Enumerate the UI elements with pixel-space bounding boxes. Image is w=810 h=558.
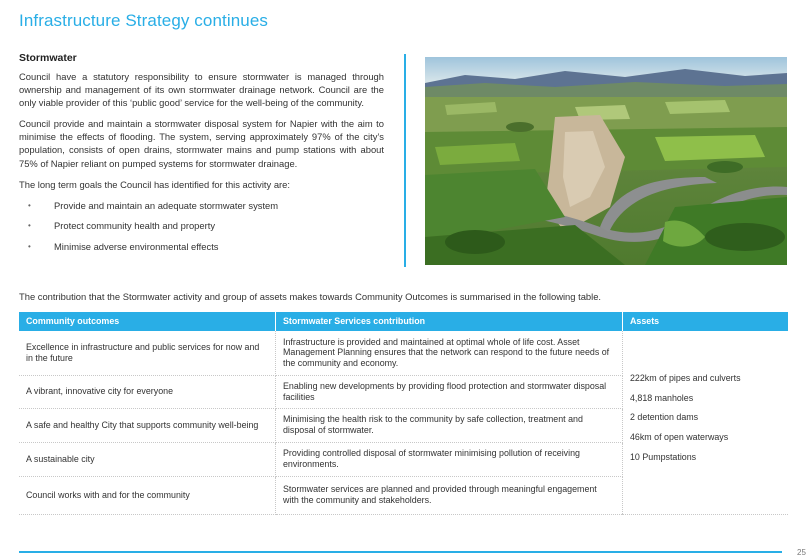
- contribution-cell: Stormwater services are planned and prov…: [275, 476, 623, 515]
- column-header: Assets: [622, 312, 788, 331]
- section-heading: Stormwater: [19, 52, 77, 64]
- asset-item: 222km of pipes and culverts: [630, 373, 741, 384]
- asset-item: 2 detention dams: [630, 412, 699, 423]
- contribution-cell: Infrastructure is provided and maintaine…: [275, 331, 623, 376]
- vertical-divider: [404, 54, 406, 267]
- assets-cell: 222km of pipes and culverts 4,818 manhol…: [622, 331, 788, 515]
- column-header: Community outcomes: [19, 312, 276, 331]
- table-row: A vibrant, innovative city for everyone …: [19, 375, 788, 409]
- summary-text: The contribution that the Stormwater act…: [19, 291, 602, 302]
- goal-item: Protect community health and property: [19, 219, 384, 232]
- outcome-cell: A vibrant, innovative city for everyone: [19, 375, 276, 409]
- outcome-cell: Council works with and for the community: [19, 476, 276, 515]
- asset-item: 10 Pumpstations: [630, 451, 697, 462]
- footer-rule: [19, 551, 782, 553]
- page-number: 25: [797, 548, 806, 557]
- community-outcomes-table: Community outcomes Stormwater Services c…: [19, 312, 788, 515]
- table-row: Excellence in infrastructure and public …: [19, 331, 788, 515]
- assets-list: 222km of pipes and culverts 4,818 manhol…: [630, 373, 781, 462]
- body-column: Council have a statutory responsibility …: [19, 70, 384, 261]
- table-row: Council works with and for the community…: [19, 476, 788, 515]
- table-row: A safe and healthy City that supports co…: [19, 408, 788, 443]
- table-header-row: Community outcomes Stormwater Services c…: [19, 312, 788, 331]
- asset-item: 46km of open waterways: [630, 432, 729, 443]
- paragraph: The long term goals the Council has iden…: [19, 178, 290, 190]
- contribution-cell: Enabling new developments by providing f…: [275, 375, 623, 409]
- paragraph: Council provide and maintain a stormwate…: [19, 118, 384, 169]
- table-row: A sustainable city Providing controlled …: [19, 442, 788, 477]
- column-header: Stormwater Services contribution: [275, 312, 623, 331]
- goal-item: Provide and maintain an adequate stormwa…: [19, 199, 384, 212]
- outcome-cell: A sustainable city: [19, 442, 276, 477]
- outcome-cell: Excellence in infrastructure and public …: [19, 331, 276, 376]
- goal-item: Minimise adverse environmental effects: [19, 240, 384, 253]
- goals-list: Provide and maintain an adequate stormwa…: [19, 199, 384, 253]
- contribution-cell: Minimising the health risk to the commun…: [275, 408, 623, 443]
- asset-item: 4,818 manholes: [630, 392, 694, 403]
- aerial-landscape-photo: [425, 57, 787, 265]
- contribution-cell: Providing controlled disposal of stormwa…: [275, 442, 623, 477]
- page-title: Infrastructure Strategy continues: [19, 11, 268, 30]
- paragraph: Council have a statutory responsibility …: [19, 71, 384, 109]
- outcome-cell: A safe and healthy City that supports co…: [19, 408, 276, 443]
